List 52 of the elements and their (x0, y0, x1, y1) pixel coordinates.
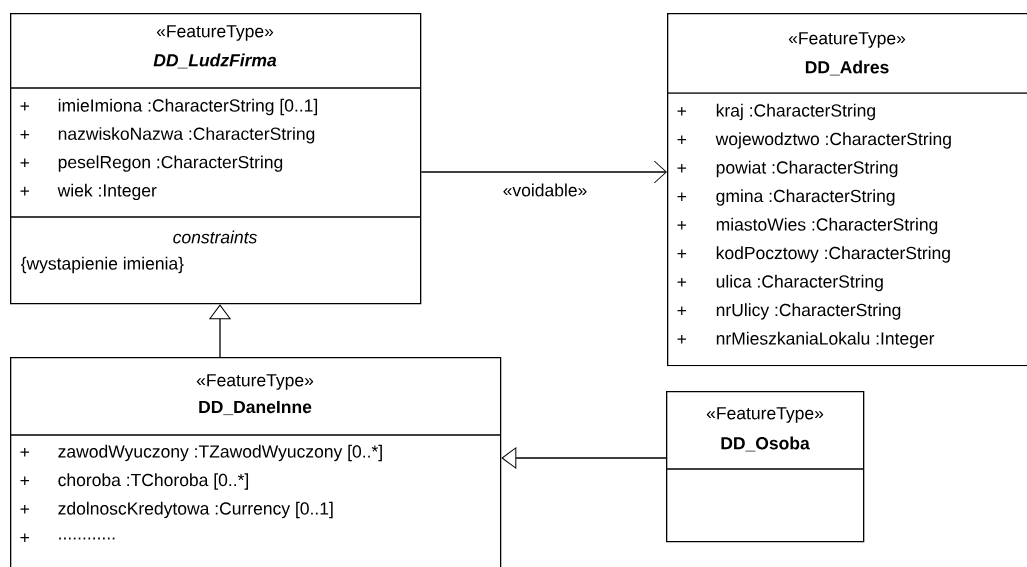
stereotype-label: «FeatureType» (706, 407, 824, 423)
class-name: DD_LudzFirma (153, 53, 277, 69)
class-box (9, 13, 422, 305)
attribute: wiek :Integer (57, 183, 157, 201)
attribute: miastoWies :CharacterString (716, 217, 938, 235)
visibility-marker: + (677, 220, 686, 230)
class-box (665, 391, 865, 543)
attribute: imieImiona :CharacterString [0..1] (58, 98, 318, 116)
arrow (501, 447, 667, 469)
visibility-marker: + (677, 249, 686, 258)
attribute: powiat :CharacterString (716, 160, 898, 178)
visibility-marker: + (677, 135, 686, 144)
visibility-marker: + (20, 533, 29, 542)
class-name: DD_DaneInne (199, 400, 312, 416)
visibility-marker: + (20, 186, 29, 196)
edge-label: «voidable» (503, 183, 587, 197)
class-name: DD_Adres (805, 60, 889, 76)
compartment-title: constraints (173, 230, 257, 244)
visibility-marker: + (677, 277, 686, 287)
visibility-marker: + (677, 306, 686, 315)
arrow (420, 160, 667, 184)
visibility-marker: + (20, 447, 29, 457)
visibility-marker: + (677, 334, 686, 344)
attribute: wojewodztwo :CharacterString (715, 132, 951, 149)
attribute: choroba :TChoroba [0..*] (58, 473, 248, 490)
attribute: kraj :CharacterString (716, 103, 875, 121)
visibility-marker: + (677, 163, 686, 173)
visibility-marker: + (20, 130, 29, 139)
visibility-marker: + (677, 106, 686, 116)
visibility-marker: + (20, 158, 29, 168)
stereotype-label: «FeatureType» (156, 25, 274, 41)
visibility-marker: + (677, 192, 686, 201)
stereotype-label: «FeatureType» (196, 374, 314, 390)
attribute: nazwiskoNazwa :CharacterString (58, 127, 315, 144)
visibility-marker: + (20, 101, 29, 111)
visibility-marker: + (20, 504, 29, 514)
class-box (9, 357, 502, 567)
attribute: ulica :CharacterString (716, 274, 883, 292)
attribute: nrMieszkaniaLokalu :Integer (716, 331, 935, 349)
class-name: DD_Osoba (721, 436, 810, 452)
arrow (209, 304, 231, 358)
attribute: kodPocztowy :CharacterString (716, 246, 950, 263)
attribute: zawodWyuczony :TZawodWyuczony [0..*] (58, 444, 382, 462)
attribute: zdolnoscKredytowa :Currency [0..1] (58, 501, 333, 519)
class-box (666, 13, 1027, 367)
attribute: peselRegon :CharacterString (58, 155, 283, 172)
constraint: {wystapienie imienia} (20, 256, 184, 274)
stereotype-label: «FeatureType» (788, 32, 906, 48)
attribute: gmina :CharacterString (716, 189, 895, 206)
visibility-marker: + (20, 476, 29, 485)
attribute: ............ (59, 537, 115, 540)
attribute: nrUlicy :CharacterString (716, 303, 901, 320)
